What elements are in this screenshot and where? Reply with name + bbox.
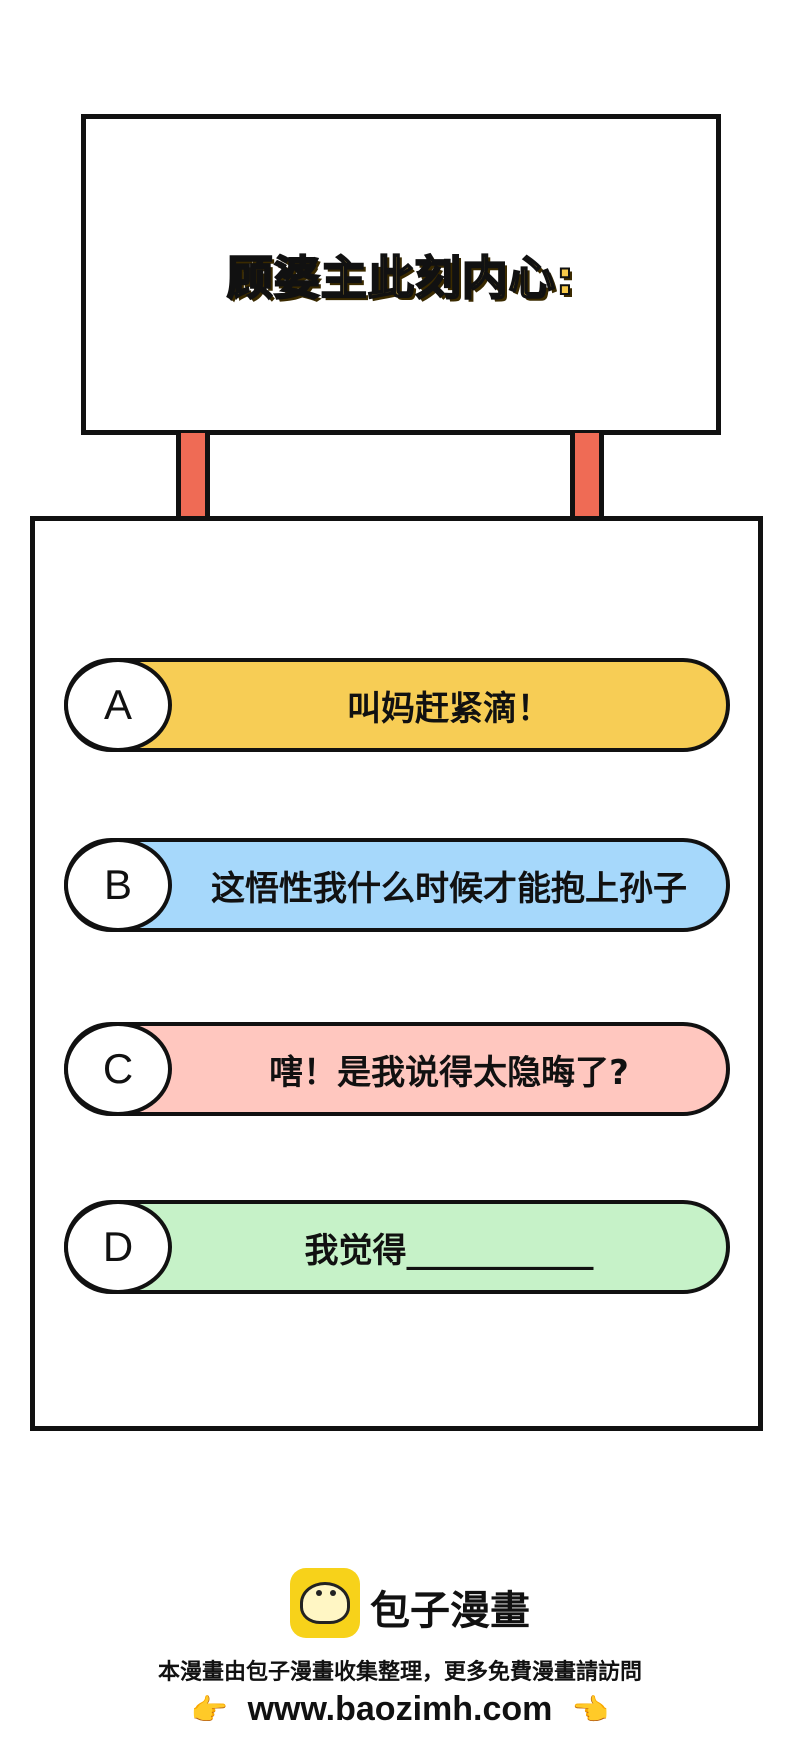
option-b[interactable]: B 这悟性我什么时候才能抱上孙子 (64, 838, 730, 932)
baozi-logo-icon (290, 1568, 360, 1638)
pointing-right-icon: 👉 (190, 1694, 229, 1727)
option-c[interactable]: C 嗐！是我说得太隐晦了? (64, 1022, 730, 1116)
option-a-text: 叫妈赶紧滴！ (347, 688, 551, 729)
option-a-letter: A (64, 658, 172, 752)
option-d[interactable]: D 我觉得___________ (64, 1200, 730, 1294)
option-b-text: 这悟性我什么时候才能抱上孙子 (211, 868, 687, 909)
option-c-letter: C (64, 1022, 172, 1116)
sign-post-right (570, 433, 604, 523)
question-sign: 顾婆主此刻内心: (81, 114, 721, 435)
option-a[interactable]: A 叫妈赶紧滴！ (64, 658, 730, 752)
option-d-text: 我觉得___________ (304, 1230, 594, 1271)
footer-note: 本漫畫由包子漫畫收集整理，更多免費漫畫請訪問 (157, 1660, 642, 1685)
footer-brand: 包子漫畫 (370, 1588, 530, 1634)
question-title: 顾婆主此刻内心: (226, 250, 576, 306)
footer-url-row: 👉 www.baozimh.com 👈 (0, 1690, 800, 1729)
sign-post-left (176, 433, 210, 523)
option-b-letter: B (64, 838, 172, 932)
pointing-left-icon: 👈 (571, 1694, 610, 1727)
option-c-text: 嗐！是我说得太隐晦了? (269, 1052, 629, 1093)
option-d-letter: D (64, 1200, 172, 1294)
footer-url-link[interactable]: www.baozimh.com (247, 1690, 553, 1728)
